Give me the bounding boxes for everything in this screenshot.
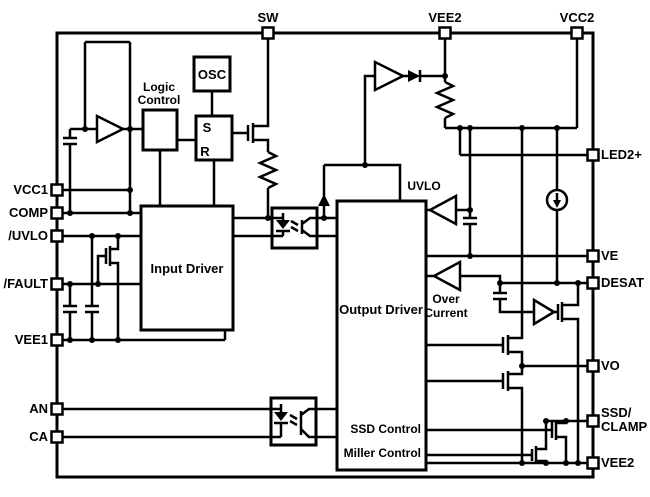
- logic-control-label-1: Logic: [143, 80, 175, 94]
- output-driver-block: [335, 199, 428, 472]
- logic-control-block: [141, 108, 179, 152]
- input-driver-block: [139, 204, 235, 332]
- ssd-control-label: SSD Control: [350, 422, 421, 436]
- wires-output-stage: [426, 128, 587, 463]
- pin-vee2-top: [438, 26, 452, 40]
- mosfet-desat-discharge: [556, 302, 564, 322]
- mosfet-output-pulldown: [501, 371, 510, 391]
- wires-ssd-miller: [426, 419, 587, 465]
- pin-vee1: [50, 333, 64, 347]
- uvlo-label: UVLO: [407, 179, 440, 193]
- osc-block: [192, 55, 232, 93]
- pin-ssd-clamp: [586, 414, 600, 428]
- pin-comp-label: COMP: [9, 205, 48, 220]
- desat-driver-buffer: [532, 297, 557, 327]
- over-current-label-2: Current: [424, 306, 467, 320]
- miller-control-label: Miller Control: [344, 446, 421, 460]
- pin-sw-label: SW: [258, 10, 280, 25]
- pin-fault-label: /FAULT: [3, 276, 48, 291]
- optocoupler-1: [272, 213, 317, 238]
- blocks: [139, 55, 428, 472]
- sr-latch-set-label: S: [203, 120, 212, 135]
- pin-ve: [586, 249, 600, 263]
- led-icon: [276, 220, 290, 229]
- output-driver-label: Output Driver: [339, 302, 423, 317]
- pin-vee2-bottom-label: VEE2: [601, 455, 634, 470]
- pin-vee1-label: VEE1: [15, 332, 48, 347]
- pin-ca: [50, 430, 64, 444]
- pin-vcc2-label: VCC2: [560, 10, 595, 25]
- pin-vcc1: [50, 183, 64, 197]
- pin-led2p-label: LED2+: [601, 147, 642, 162]
- capacitor-desat-blank: [493, 291, 507, 301]
- wires-flyback-section: [158, 38, 270, 218]
- mosfet-fault-pulldown: [104, 246, 112, 266]
- mosfet-output-pullup: [501, 335, 510, 355]
- pin-uvlo: [50, 229, 64, 243]
- pin-vcc1-label: VCC1: [13, 182, 48, 197]
- wires-opto2: [63, 407, 337, 439]
- wires-top-right: [403, 38, 587, 157]
- symbols: [63, 59, 569, 464]
- pin-desat-label: DESAT: [601, 275, 644, 290]
- pin-sw: [261, 26, 275, 40]
- capacitor-uvlo2: [463, 216, 477, 226]
- pin-clamp-label: CLAMP: [601, 419, 648, 434]
- phototransistor-icon: [299, 407, 316, 439]
- input-driver-label: Input Driver: [151, 261, 224, 276]
- overcurrent-comparator: [431, 259, 462, 293]
- light-arrows-icon: [289, 413, 298, 427]
- mosfet-flyback-switch: [246, 123, 255, 143]
- pin-uvlo-label: /UVLO: [8, 228, 48, 243]
- pin-ve-label: VE: [601, 248, 619, 263]
- mosfet-miller-clamp: [530, 446, 538, 464]
- phototransistor-icon: [300, 216, 317, 238]
- capacitor-uvlo-filter: [85, 304, 99, 314]
- pin-vee2-bottom: [586, 456, 600, 470]
- led-drive-buffer: [373, 59, 406, 93]
- pin-led2p: [586, 148, 600, 162]
- sr-latch-reset-label: R: [200, 144, 210, 159]
- pin-ssd-label: SSD/: [601, 405, 632, 420]
- logic-control-label-2: Control: [138, 93, 181, 107]
- over-current-label-1: Over: [432, 292, 460, 306]
- pin-desat: [586, 276, 600, 290]
- resistor-flyback-sense: [256, 150, 280, 190]
- sr-latch-block: [194, 114, 234, 162]
- pins: [50, 26, 600, 470]
- osc-label: OSC: [198, 67, 227, 82]
- pin-comp: [50, 206, 64, 220]
- uvlo-comparator: [427, 193, 458, 227]
- pin-an: [50, 402, 64, 416]
- pin-an-label: AN: [29, 401, 48, 416]
- capacitor-comp: [63, 136, 77, 146]
- pin-vo-label: VO: [601, 358, 620, 373]
- light-arrows-icon: [290, 219, 299, 233]
- mosfet-ssd: [550, 420, 558, 440]
- signal-arrow-up-icon: [318, 194, 330, 206]
- led-icon: [274, 412, 288, 421]
- resistor-led-bias: [433, 80, 457, 120]
- diode-led-drive: [408, 70, 422, 82]
- pin-vcc2: [570, 26, 584, 40]
- pin-vo: [586, 359, 600, 373]
- labels: SW VEE2 VCC2 VCC1 COMP /UVLO /FAULT VEE1…: [3, 10, 647, 470]
- pin-ca-label: CA: [29, 429, 48, 444]
- current-source-desat: [545, 188, 569, 212]
- optocoupler-2: [271, 404, 316, 439]
- error-amp: [95, 113, 126, 145]
- junction-dots: [67, 73, 581, 466]
- pin-fault: [50, 277, 64, 291]
- pin-vee2-top-label: VEE2: [428, 10, 461, 25]
- capacitor-fault-filter: [63, 304, 77, 314]
